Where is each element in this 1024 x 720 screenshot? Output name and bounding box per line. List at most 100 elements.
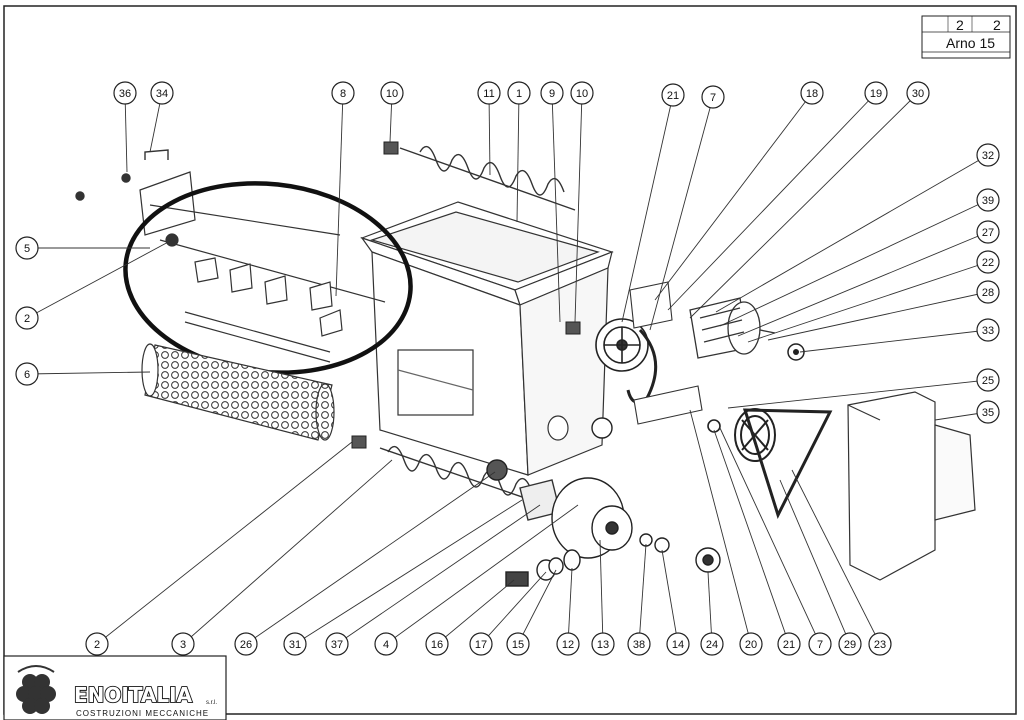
callout-label: 3	[180, 639, 186, 651]
callout-circle	[868, 632, 892, 656]
leader-line-c33	[799, 329, 989, 353]
leader-line-c4	[385, 504, 579, 645]
callout-c17: 17	[469, 632, 493, 656]
callout-label: 22	[982, 257, 994, 269]
perforated-drum	[141, 343, 335, 441]
callout-c36a: 36	[113, 81, 137, 105]
callout-c16: 16	[425, 632, 449, 656]
callout-c26: 26	[234, 632, 258, 656]
gear-right	[591, 417, 613, 439]
leader-line-c17	[480, 571, 547, 645]
leader-line-c16	[436, 579, 515, 645]
callout-label: 13	[597, 639, 609, 651]
callout-label: 15	[512, 639, 524, 651]
callout-circle	[700, 632, 724, 656]
brand-suffix: s.r.l.	[206, 700, 217, 706]
leader-line-c18	[654, 92, 813, 301]
callout-circle	[808, 632, 832, 656]
callout-c11: 11	[477, 81, 501, 105]
leader-line-c25	[727, 379, 989, 409]
callout-circle	[570, 81, 594, 105]
callout-c37: 37	[325, 632, 349, 656]
callout-circle	[864, 81, 888, 105]
protective-cover	[847, 391, 976, 581]
nut-14	[654, 537, 670, 553]
callout-c20: 20	[739, 632, 763, 656]
callout-circle	[800, 81, 824, 105]
callout-c34: 34	[150, 81, 174, 105]
upper-auger	[399, 145, 576, 211]
callout-circle	[283, 632, 307, 656]
pump-assembly	[505, 477, 721, 587]
callout-label: 11	[483, 88, 494, 100]
title-block: 2 2 Arno 15	[921, 15, 1011, 59]
callout-c25: 25	[976, 368, 1000, 392]
leader-line-c10b	[574, 92, 583, 323]
callout-c38: 38	[627, 632, 651, 656]
callout-label: 24	[706, 639, 718, 651]
callout-circle	[591, 632, 615, 656]
leader-line-c23	[791, 469, 881, 645]
callout-circle	[976, 280, 1000, 304]
small-pulley-33	[787, 343, 805, 361]
callout-circle	[976, 188, 1000, 212]
callout-label: 29	[844, 639, 856, 651]
callout-label: 27	[982, 227, 994, 239]
leader-line-c6	[26, 371, 151, 375]
leader-line-c24	[707, 571, 713, 645]
callout-c19: 19	[864, 81, 888, 105]
callout-circle	[906, 81, 930, 105]
flange-10-upper	[383, 141, 399, 155]
callout-circle	[540, 81, 564, 105]
callout-c21b: 21	[777, 632, 801, 656]
leader-line-c20	[689, 409, 752, 645]
callout-c1: 1	[507, 81, 531, 105]
callout-c15: 15	[506, 632, 530, 656]
nut-left	[75, 191, 85, 201]
callout-label: 14	[672, 639, 684, 651]
leader-line-c12	[567, 567, 573, 645]
callout-label: 7	[817, 639, 823, 651]
callout-circle	[15, 362, 39, 386]
callout-c39: 39	[976, 188, 1000, 212]
leader-line-c1	[516, 92, 520, 223]
leader-line-c38	[638, 543, 647, 645]
grape-emblem-icon	[16, 665, 56, 714]
callout-c22: 22	[976, 250, 1000, 274]
callout-label: 18	[806, 88, 818, 100]
callout-circle	[976, 400, 1000, 424]
callout-label: 19	[870, 88, 882, 100]
callout-circle	[15, 306, 39, 330]
callout-circle	[976, 368, 1000, 392]
leader-line-c39	[719, 199, 989, 327]
leader-line-c27	[737, 231, 989, 337]
callout-label: 16	[431, 639, 443, 651]
callout-c13: 13	[591, 632, 615, 656]
callout-label: 17	[475, 639, 487, 651]
callout-label: 1	[516, 88, 522, 100]
sheet-number: 2	[956, 17, 964, 33]
leader-line-c3	[182, 459, 393, 645]
callout-c14: 14	[666, 632, 690, 656]
callout-label: 26	[240, 639, 252, 651]
callout-c28: 28	[976, 280, 1000, 304]
callout-label: 10	[576, 88, 588, 100]
callout-circle	[171, 632, 195, 656]
callout-c8: 8	[331, 81, 355, 105]
callout-circle	[661, 83, 685, 107]
leader-line-c7a	[649, 96, 714, 331]
callout-c2a: 2	[15, 306, 39, 330]
callout-c32: 32	[976, 143, 1000, 167]
nut-36	[121, 173, 131, 183]
callout-c30: 30	[906, 81, 930, 105]
drive-pulley	[595, 318, 658, 404]
callout-label: 36	[119, 88, 131, 100]
leader-line-c21b	[713, 429, 790, 645]
callout-label: 23	[874, 639, 886, 651]
callout-c10b: 10	[570, 81, 594, 105]
callout-circle	[627, 632, 651, 656]
callout-circle	[425, 632, 449, 656]
